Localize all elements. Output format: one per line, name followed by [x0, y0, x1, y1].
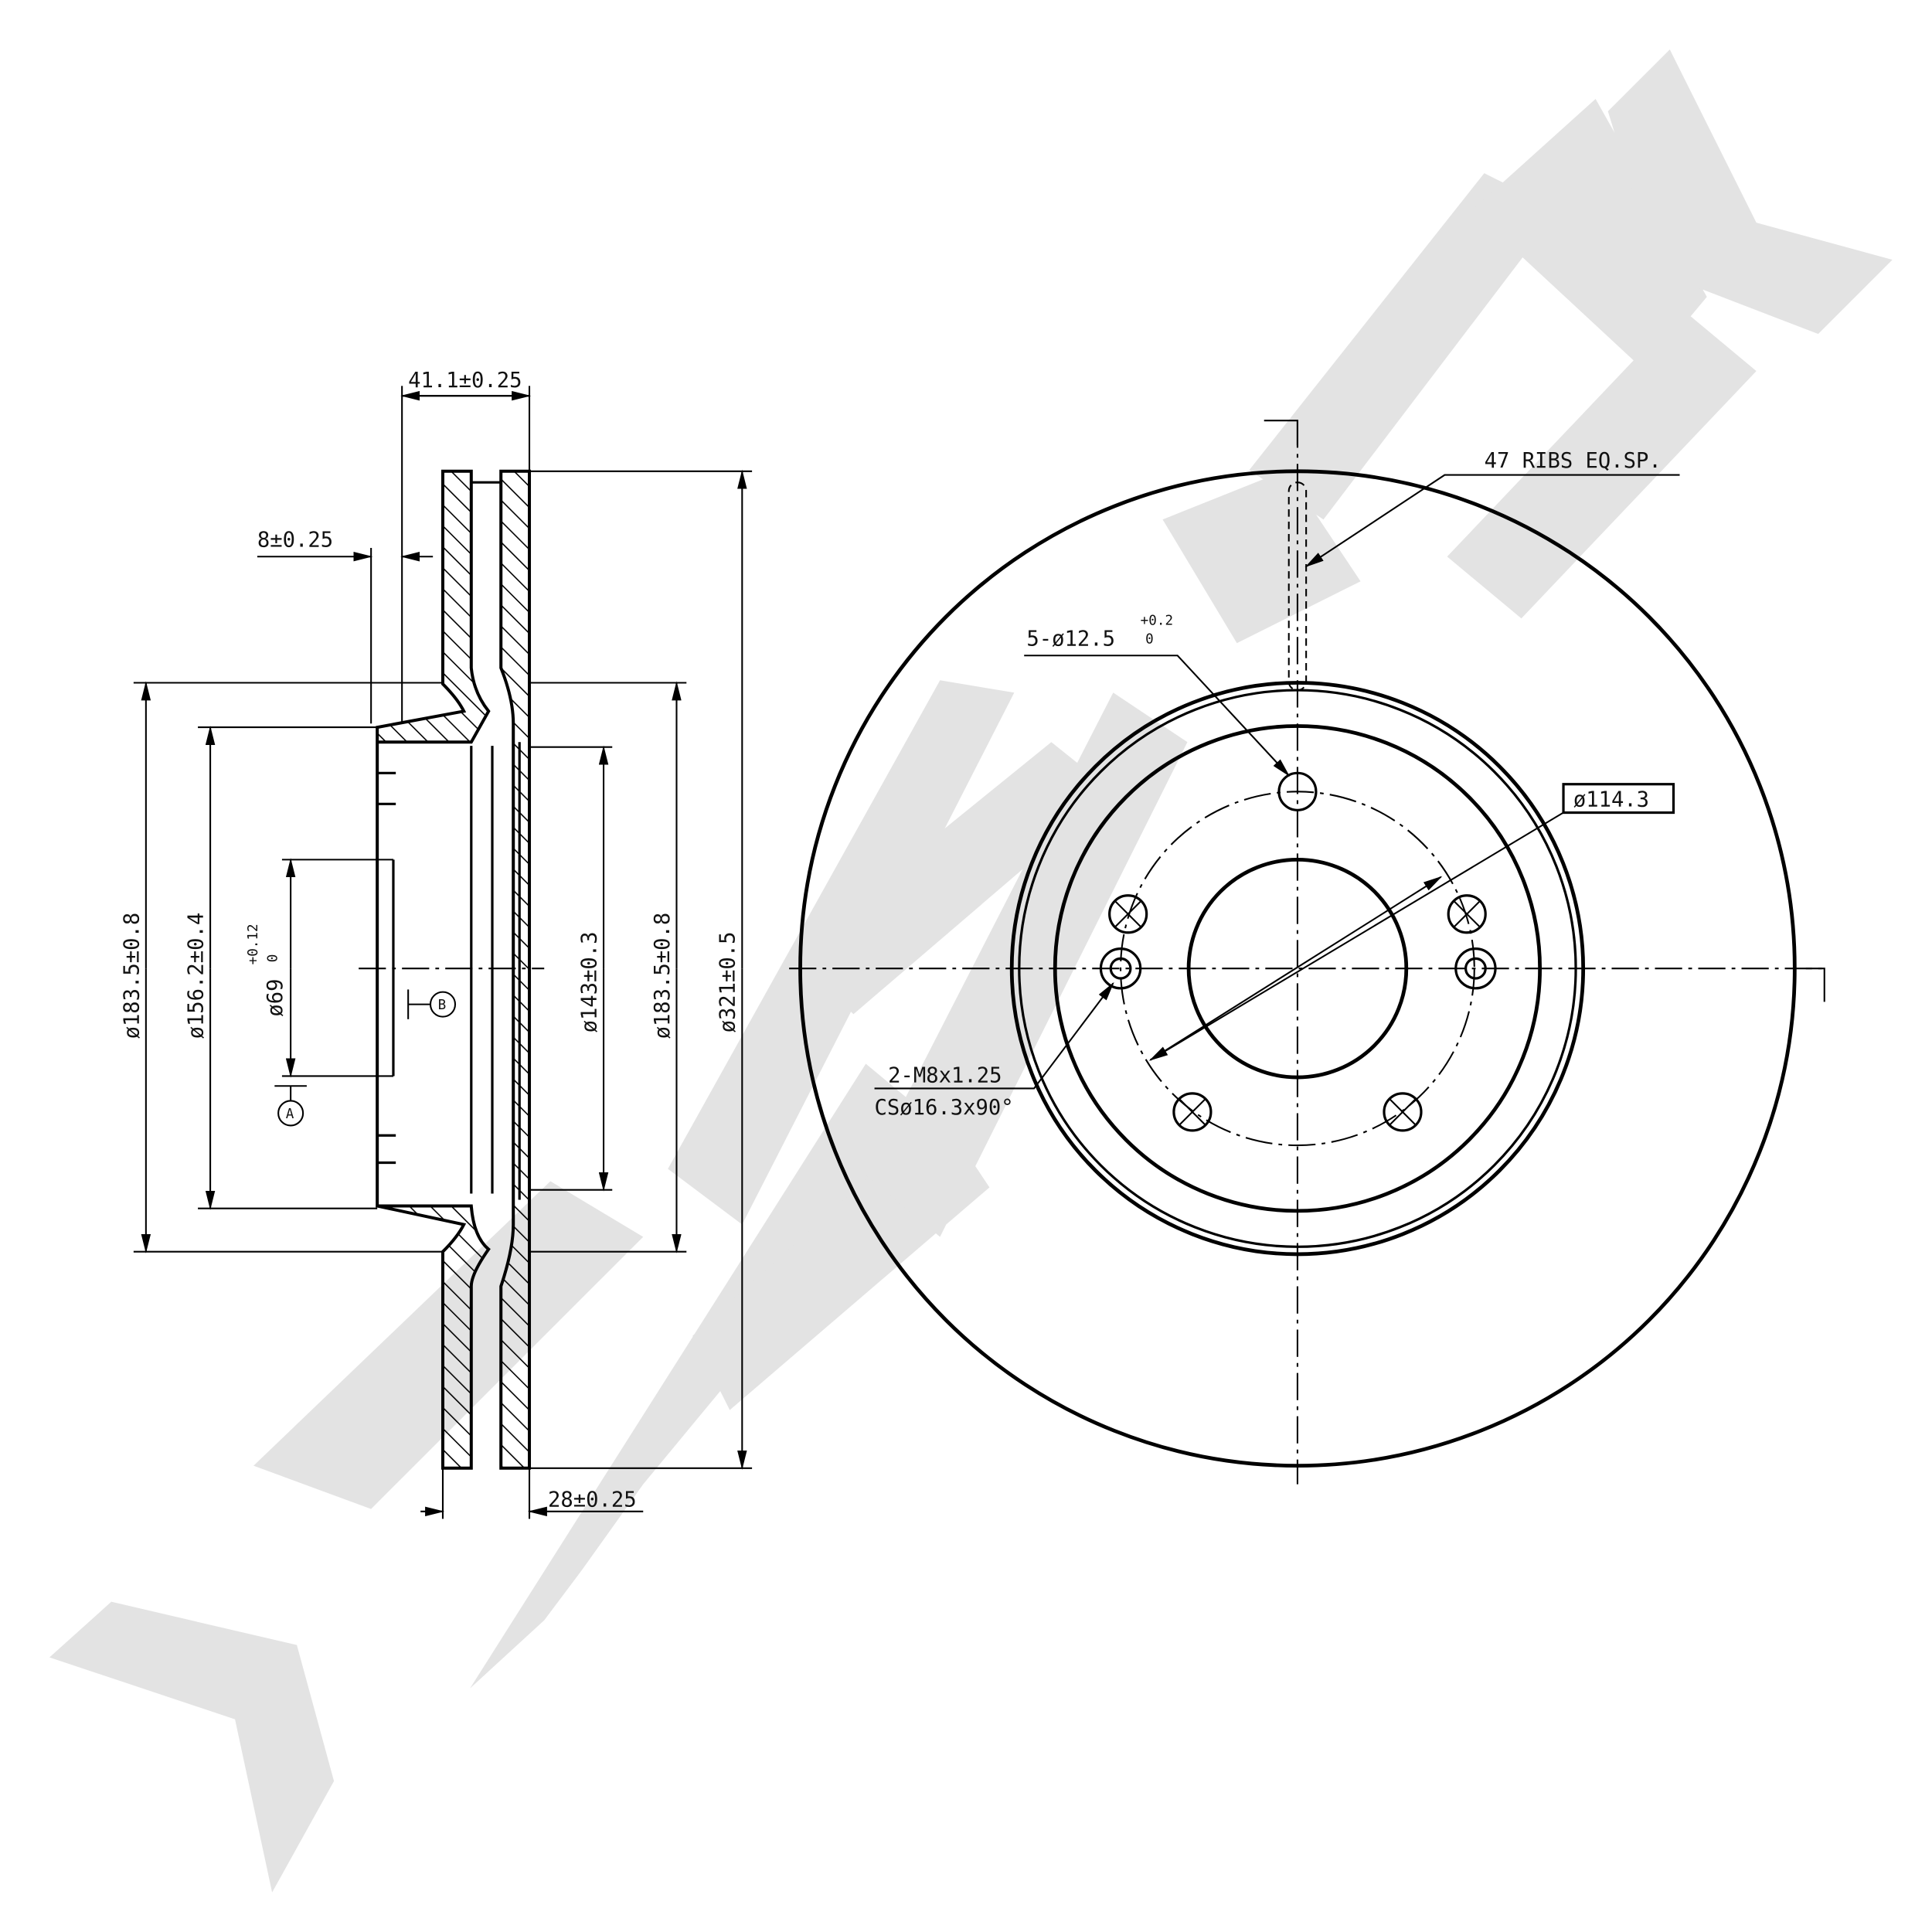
dim-hat-diameter-right: ø183.5±0.8: [651, 913, 675, 1039]
bolt-hole: [1108, 894, 1148, 934]
bolt-hole: [1383, 1092, 1423, 1132]
pcd-note: ø114.3: [1573, 788, 1649, 812]
threaded-hole: [1454, 947, 1497, 990]
dim-bore-tol-upper: +0.12: [246, 923, 261, 964]
pcd-circle: [1120, 791, 1475, 1147]
bolt-hole: [1447, 894, 1487, 934]
dim-disc-thickness: 28±0.25: [548, 1488, 637, 1512]
dim-outer-diameter: ø321±0.5: [716, 931, 740, 1032]
threaded-hole: [1099, 947, 1142, 990]
section-view: 41.1±0.25 8±0.25 28±0.25 ø183.5±0.8 ø156…: [120, 369, 753, 1519]
front-view: 47 RIBS EQ.SP. 5-ø12.5 +0.2 0 ø114.3 2-M…: [789, 420, 1828, 1485]
bolt-hole: [1277, 771, 1318, 811]
bolt-tol-upper: +0.2: [1141, 613, 1173, 628]
watermark-logo: [49, 49, 1893, 1893]
dim-bore-tol-lower: 0: [266, 954, 281, 963]
datum-a-symbol: [277, 1100, 304, 1127]
bolt-tol-lower: 0: [1145, 631, 1154, 647]
dim-hat-diameter-left: ø183.5±0.8: [120, 913, 144, 1039]
datum-b-symbol: [429, 991, 457, 1018]
thread-note: 2-M8x1.25: [888, 1063, 1002, 1087]
bolt-holes-note: 5-ø12.5: [1026, 627, 1115, 651]
pcd-box: [1562, 783, 1675, 815]
center-bore: [1186, 857, 1409, 1080]
dim-inner-face-diameter: ø143±0.3: [577, 931, 601, 1032]
dim-flange-offset: 8±0.25: [257, 528, 333, 552]
dim-overall-width: 41.1±0.25: [408, 369, 522, 393]
datum-a-label: A: [286, 1107, 294, 1122]
bolt-hole: [1172, 1092, 1213, 1132]
countersink-note: CSø16.3x90°: [875, 1096, 1014, 1120]
datum-b-label: B: [438, 998, 447, 1013]
disc-outer-edge: [798, 469, 1797, 1468]
ribs-note: 47 RIBS EQ.SP.: [1485, 449, 1662, 473]
dim-bore-diameter: ø69: [264, 979, 287, 1017]
dim-hat-inner-diameter: ø156.2±0.4: [184, 913, 208, 1039]
